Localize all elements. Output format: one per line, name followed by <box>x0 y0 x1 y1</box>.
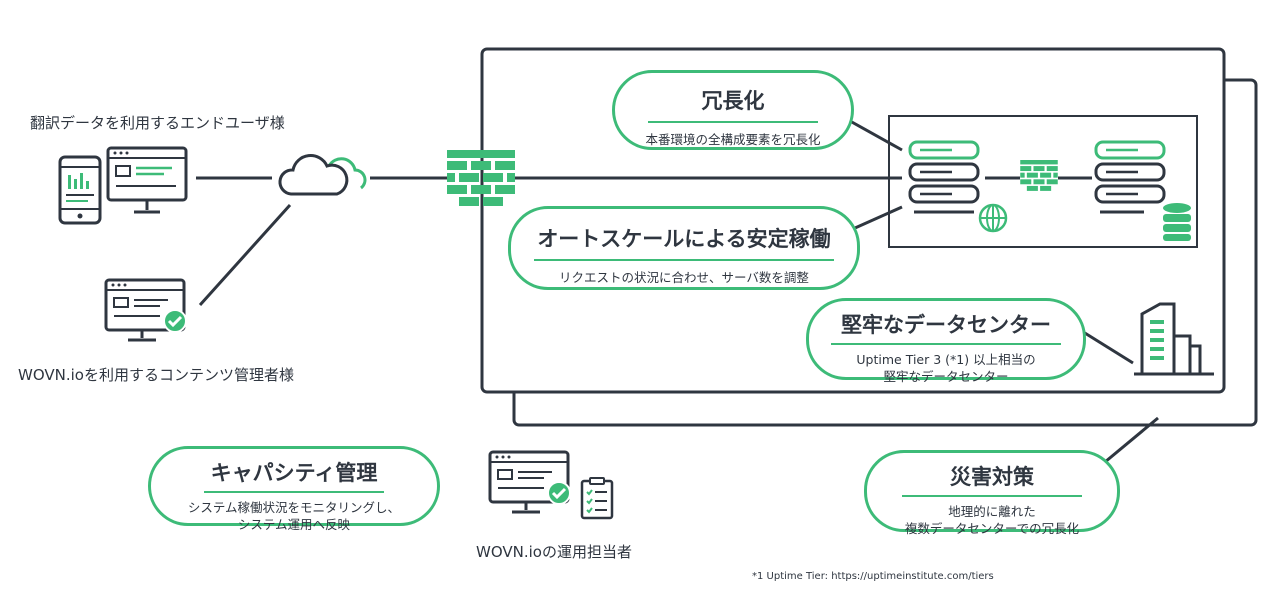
server-icon <box>1094 140 1166 214</box>
disaster-divider <box>902 495 1082 497</box>
disaster-callout: 災害対策 地理的に離れた 複数データセンターでの冗長化 <box>864 450 1120 536</box>
datacenter-title: 堅牢なデータセンター <box>841 313 1051 337</box>
autoscale-callout: オートスケールによる安定稼働 リクエストの状況に合わせ、サーバ数を調整 <box>508 206 860 290</box>
autoscale-desc: リクエストの状況に合わせ、サーバ数を調整 <box>559 270 809 285</box>
redundancy-callout: 冗長化 本番環境の全構成要素を冗長化 <box>612 70 854 150</box>
datacenter-divider <box>831 343 1061 345</box>
redundancy-desc: 本番環境の全構成要素を冗長化 <box>645 132 821 147</box>
capacity-divider <box>204 491 384 493</box>
building-icon <box>1134 302 1214 376</box>
monitor-check-icon <box>488 450 571 514</box>
disaster-desc-line2: 複数データセンターでの冗長化 <box>904 521 1080 536</box>
cloud-icon <box>278 154 367 196</box>
ops-label: WOVN.ioの運用担当者 <box>476 543 632 561</box>
datacenter-callout: 堅牢なデータセンター Uptime Tier 3 (*1) 以上相当の 堅牢なデ… <box>806 298 1086 384</box>
tablet-icon <box>58 155 102 225</box>
disaster-title: 災害対策 <box>950 465 1034 489</box>
footnote: *1 Uptime Tier: https://uptimeinstitute.… <box>752 571 994 582</box>
server-icon <box>908 140 980 214</box>
redundancy-title: 冗長化 <box>701 89 765 113</box>
capacity-title: キャパシティ管理 <box>210 461 378 485</box>
disaster-desc-line1: 地理的に離れた <box>948 504 1036 519</box>
capacity-desc-line2: システム運用へ反映 <box>237 517 351 532</box>
monitor-check-icon <box>104 278 187 342</box>
firewall-icon <box>447 150 515 206</box>
datacenter-desc-line2: 堅牢なデータセンター <box>883 369 1009 384</box>
firewall-small-icon <box>1020 160 1058 191</box>
monitor-icon <box>106 146 188 214</box>
globe-icon <box>978 203 1008 233</box>
autoscale-divider <box>534 259 834 261</box>
content-admin-label: WOVN.ioを利用するコンテンツ管理者様 <box>18 366 294 384</box>
capacity-desc-line1: システム稼働状況をモニタリングし、 <box>187 500 401 515</box>
autoscale-title: オートスケールによる安定稼働 <box>537 227 831 251</box>
redundancy-divider <box>648 121 818 123</box>
database-icon <box>1163 203 1191 241</box>
capacity-callout: キャパシティ管理 システム稼働状況をモニタリングし、 システム運用へ反映 <box>148 446 440 532</box>
end-user-label: 翻訳データを利用するエンドユーザ様 <box>30 114 285 132</box>
checklist-icon <box>580 477 614 520</box>
datacenter-desc-line1: Uptime Tier 3 (*1) 以上相当の <box>856 352 1036 367</box>
